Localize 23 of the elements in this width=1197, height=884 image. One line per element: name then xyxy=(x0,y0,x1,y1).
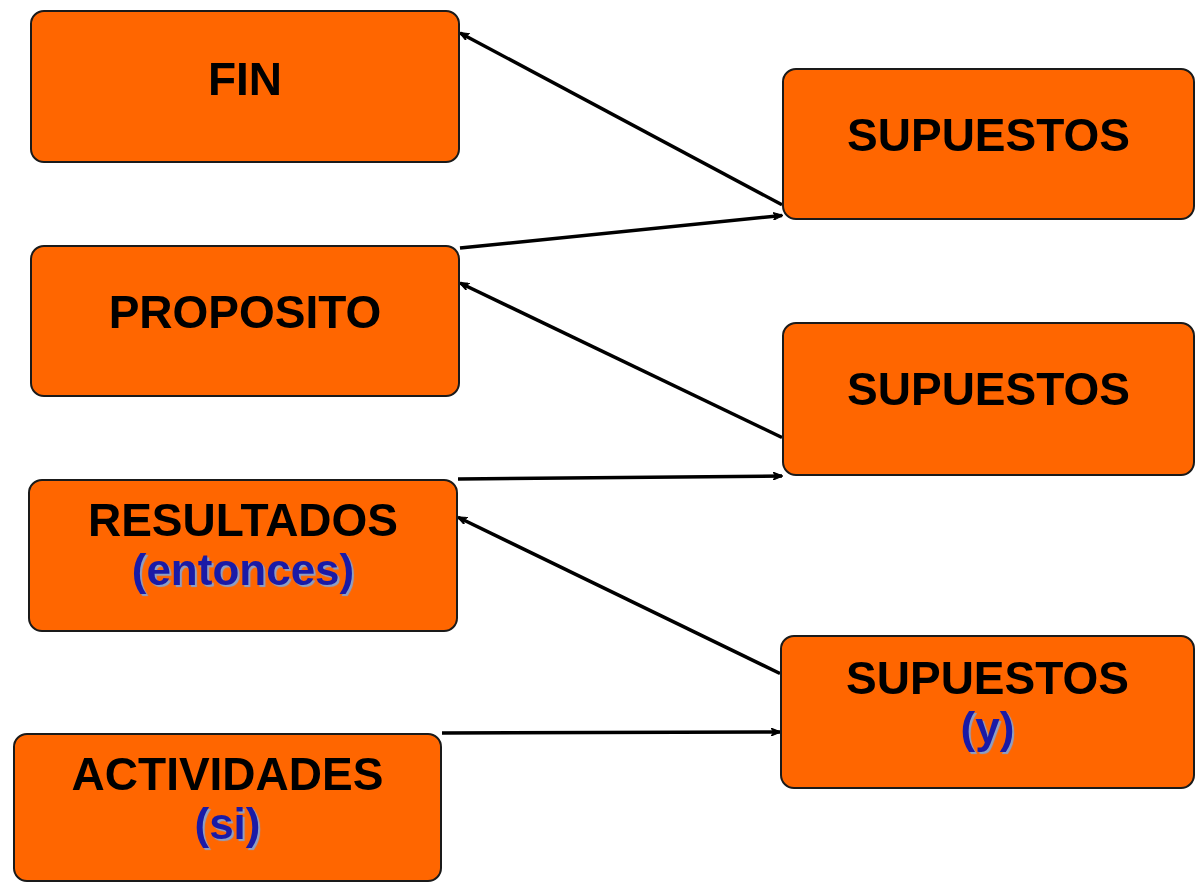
process-box xyxy=(782,322,1195,476)
arrow xyxy=(459,211,784,250)
process-box xyxy=(782,68,1195,220)
box-subtitle: (entonces) xyxy=(131,545,355,594)
process-box xyxy=(13,733,442,882)
box-title: SUPUESTOS xyxy=(846,653,1129,704)
arrow xyxy=(442,727,782,737)
box-title: SUPUESTOS xyxy=(847,110,1130,161)
arrow xyxy=(458,31,783,207)
process-box xyxy=(30,10,460,163)
process-box xyxy=(780,635,1195,789)
process-box xyxy=(30,245,460,397)
box-subtitle: (y) xyxy=(960,703,1015,752)
box-title: SUPUESTOS xyxy=(847,364,1130,415)
box-title: RESULTADOS xyxy=(87,495,399,546)
arrow xyxy=(458,281,783,440)
box-subtitle: (si) xyxy=(194,799,261,848)
process-box xyxy=(28,479,458,632)
arrow xyxy=(458,471,784,481)
box-title: FIN xyxy=(207,54,283,105)
arrow xyxy=(456,515,781,676)
box-title: ACTIVIDADES xyxy=(71,749,384,800)
box-title: PROPOSITO xyxy=(108,287,382,338)
